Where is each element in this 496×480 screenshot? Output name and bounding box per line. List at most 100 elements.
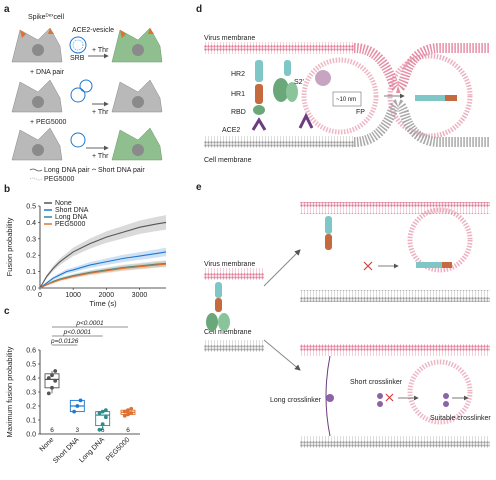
- series-line: [39, 251, 167, 289]
- legend-label: None: [55, 200, 72, 207]
- short-crosslinker-label: Short crosslinker: [350, 379, 403, 386]
- data-point: [100, 409, 105, 414]
- blocked-icon-bottom: [385, 393, 394, 402]
- legend-long-dna: Long DNA pair: [44, 167, 90, 174]
- row1-cells: [11, 27, 163, 63]
- y-tick-label: 0.0: [26, 286, 36, 293]
- hr1-domain: [255, 84, 263, 104]
- x-tick-label: 3000: [132, 292, 148, 299]
- data-point: [50, 373, 54, 378]
- fp-cluster-icon: [315, 70, 331, 86]
- legend-label: Short DNA: [55, 207, 89, 214]
- ace2-label: ACE2: [222, 127, 240, 134]
- data-point: [103, 408, 108, 413]
- data-point: [129, 411, 134, 415]
- rbd-domain: [253, 105, 265, 115]
- hr2-label: HR2: [231, 71, 245, 78]
- series-band: [40, 261, 166, 288]
- distance-label: ~10 nm: [336, 97, 356, 103]
- y-tick-label: 0.0: [26, 432, 36, 439]
- data-point: [46, 376, 51, 380]
- cell-membrane-label-e: Cell membrane: [204, 329, 252, 336]
- long-crosslinker-line: [325, 355, 331, 437]
- panel-b-label: b: [4, 184, 10, 195]
- y-tick-label: 0.1: [26, 418, 36, 425]
- legend-label: Long DNA: [55, 214, 88, 221]
- panel-a-label: a: [4, 4, 10, 15]
- x-tick-label: 1000: [65, 292, 81, 299]
- thr-label-1: + Thr: [92, 47, 109, 54]
- panel-d-label: d: [196, 4, 202, 15]
- ace2-receptor: [251, 117, 267, 131]
- row2-label: + DNA pair: [30, 69, 65, 76]
- data-point: [97, 427, 102, 432]
- x-tick-label: 2000: [99, 292, 115, 299]
- virus-membrane-e-bottom: [300, 344, 490, 356]
- data-point: [103, 415, 108, 420]
- category-label: None: [39, 436, 56, 453]
- data-point: [122, 413, 127, 418]
- panel-a: a SpikeDexcell ACE2-vesicle SRB + Thr + …: [4, 4, 163, 183]
- x-axis-label: Time (s): [89, 299, 117, 308]
- cell-membrane-d: [204, 136, 354, 148]
- n-label: 6: [126, 427, 130, 434]
- significance-label: p<0.0001: [75, 320, 104, 327]
- data-point: [78, 398, 83, 403]
- data-point: [50, 385, 54, 390]
- data-point: [126, 408, 130, 413]
- cell-membrane-label-d: Cell membrane: [204, 157, 252, 164]
- cell-membrane-e-top: [300, 290, 490, 302]
- fp-label: FP: [356, 109, 365, 116]
- y-tick-label: 0.5: [26, 362, 36, 369]
- series-band: [40, 215, 166, 288]
- legend-short-dna: Short DNA pair: [98, 167, 145, 174]
- series-line: [39, 263, 167, 289]
- category-label: Short DNA: [52, 436, 81, 465]
- panel-a-legend: Long DNA pair Short DNA pair PEG5000: [29, 167, 145, 183]
- series-band: [40, 247, 166, 288]
- srb-label: SRB: [70, 55, 85, 62]
- data-point: [72, 409, 77, 414]
- suitable-crosslinker-label: Suitable crosslinker: [430, 415, 491, 422]
- n-label: 6: [50, 427, 54, 434]
- data-point: [126, 412, 130, 417]
- significance-label: p<0.0001: [63, 329, 92, 336]
- y-tick-label: 0.2: [26, 253, 36, 260]
- data-point: [53, 369, 58, 373]
- y-tick-label: 0.4: [26, 376, 36, 383]
- hr2-domain: [255, 60, 263, 82]
- data-point: [53, 378, 58, 383]
- virus-membrane-label-d: Virus membrane: [204, 35, 255, 42]
- rbd-label: RBD: [231, 109, 246, 116]
- s2-label: S2': [294, 79, 304, 86]
- significance-label: p=0.0126: [50, 338, 79, 345]
- row3-label: + PEG5000: [30, 119, 66, 126]
- cell-membrane-e-bottom: [300, 436, 490, 448]
- panel-e: e Virus membrane Cell membrane: [196, 182, 491, 448]
- x-tick-label: 0: [38, 292, 42, 299]
- data-point: [122, 409, 127, 414]
- thr-label-3: + Thr: [92, 153, 109, 160]
- hr1-label: HR1: [231, 91, 245, 98]
- vesicle-icon: [69, 36, 87, 54]
- y-tick-label: 0.3: [26, 236, 36, 243]
- data-point: [75, 404, 80, 408]
- spike-protein-d: [251, 60, 457, 131]
- n-label: 3: [76, 427, 80, 434]
- virus-membrane-d: [204, 42, 354, 54]
- virus-membrane-label-e: Virus membrane: [204, 261, 255, 268]
- panel-e-label: e: [196, 182, 202, 193]
- data-point: [129, 406, 134, 411]
- row2-cells: [11, 79, 163, 113]
- panel-d: d Virus membrane Cell membrane HR2 HR1 R…: [196, 4, 490, 164]
- data-point: [97, 411, 102, 415]
- category-label: PEG5000: [105, 436, 131, 462]
- y-tick-label: 0.1: [26, 269, 36, 276]
- legend-peg: PEG5000: [44, 176, 74, 183]
- series-line: [39, 221, 167, 289]
